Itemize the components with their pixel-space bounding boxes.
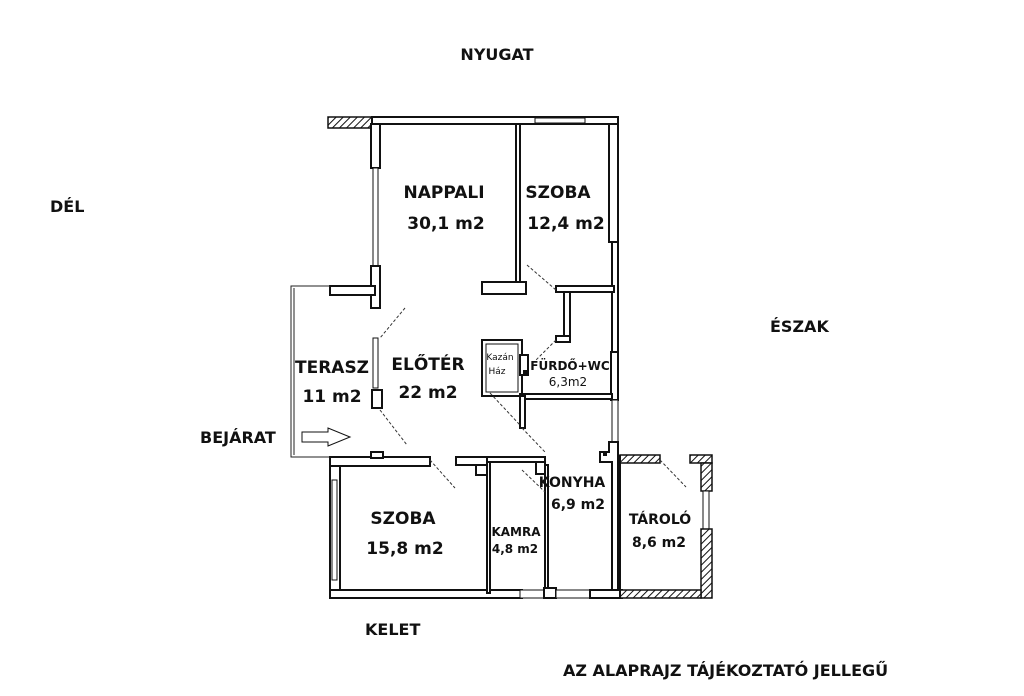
room-name: SZOBA xyxy=(370,509,436,529)
room-name: FÜRDŐ+WC xyxy=(530,358,610,373)
room-name-2: Ház xyxy=(488,367,505,377)
room-furdo-wc: FÜRDŐ+WC 6,3m2 xyxy=(530,358,610,389)
room-szoba-north: SZOBA 12,4 m2 xyxy=(525,183,604,234)
room-area: 12,4 m2 xyxy=(527,214,604,234)
compass-east: KELET xyxy=(365,620,420,639)
room-kazan-haz: Kazán Ház xyxy=(486,353,513,377)
room-area: 4,8 m2 xyxy=(492,542,538,556)
compass-west: NYUGAT xyxy=(460,45,533,64)
room-area: 8,6 m2 xyxy=(632,535,686,551)
room-name: ELŐTÉR xyxy=(391,353,464,375)
room-terasz: TERASZ 11 m2 xyxy=(295,358,369,407)
room-area: 22 m2 xyxy=(398,383,457,403)
compass-north: ÉSZAK xyxy=(770,317,829,336)
room-area: 30,1 m2 xyxy=(407,214,484,234)
room-name: TÁROLÓ xyxy=(629,510,691,528)
room-name: SZOBA xyxy=(525,183,591,203)
room-tarolo: TÁROLÓ 8,6 m2 xyxy=(629,510,691,551)
room-name: NAPPALI xyxy=(403,183,484,203)
entrance-label: BEJÁRAT xyxy=(200,428,276,447)
room-name: TERASZ xyxy=(295,358,369,378)
room-kamra: KAMRA 4,8 m2 xyxy=(491,525,541,556)
room-eloter: ELŐTÉR 22 m2 xyxy=(391,353,464,403)
room-name: Kazán xyxy=(486,353,513,363)
room-name: KAMRA xyxy=(491,525,541,539)
disclaimer: AZ ALAPRAJZ TÁJÉKOZTATÓ JELLEGŰ xyxy=(563,660,888,680)
room-area: 6,3m2 xyxy=(549,375,587,389)
room-area: 6,9 m2 xyxy=(551,497,605,513)
room-area: 11 m2 xyxy=(302,387,361,407)
entrance-arrow-icon xyxy=(301,427,352,447)
room-szoba-south: SZOBA 15,8 m2 xyxy=(366,509,443,559)
room-nappali: NAPPALI 30,1 m2 xyxy=(403,183,484,234)
room-area: 15,8 m2 xyxy=(366,539,443,559)
walls xyxy=(290,116,713,599)
room-konyha: KONYHA 6,9 m2 xyxy=(539,475,606,513)
compass-south: DÉL xyxy=(50,197,84,216)
room-name: KONYHA xyxy=(539,475,606,491)
door-swings xyxy=(379,264,687,493)
